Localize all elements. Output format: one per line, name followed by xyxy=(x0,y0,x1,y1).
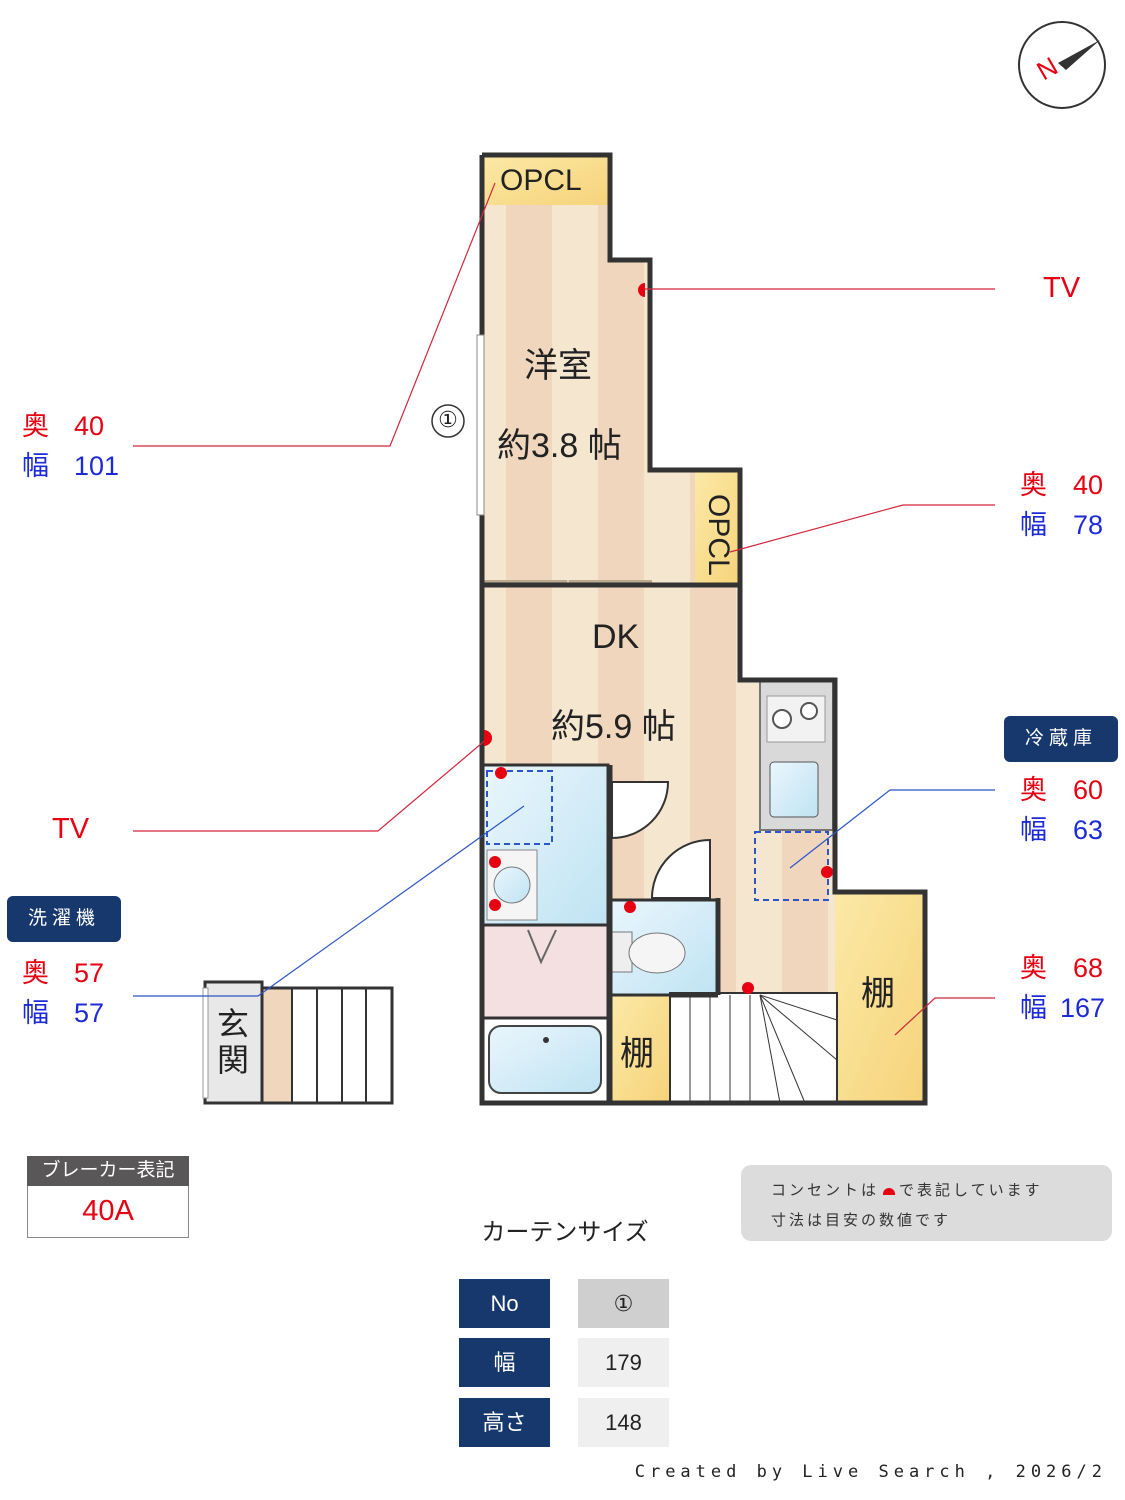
credit-text: Created by Live Search , 2026/2 xyxy=(634,1462,1107,1482)
note-line-1: コンセントはで表記しています xyxy=(771,1182,1043,1199)
outlet-icon xyxy=(883,1187,896,1195)
outlets xyxy=(484,283,833,994)
kitchen xyxy=(754,679,834,901)
walls xyxy=(479,152,928,1106)
genkan-label: 玄関 xyxy=(216,1006,249,1078)
breaker-value: 40A xyxy=(27,1186,189,1238)
bathtub xyxy=(488,1025,602,1094)
fridge-tag: 冷蔵庫 xyxy=(1004,716,1118,762)
dk-size: 約5.9 帖 xyxy=(551,708,676,746)
curtain-cell-width: 179 xyxy=(578,1338,669,1387)
closet-right xyxy=(695,470,740,585)
compass: N xyxy=(1018,21,1106,109)
shelf-big xyxy=(835,892,925,1103)
breaker-label: ブレーカー表記 xyxy=(27,1156,189,1186)
tv-label-left: TV xyxy=(52,813,90,845)
washer-space xyxy=(486,770,553,845)
stairs xyxy=(669,992,838,1104)
leader-lines xyxy=(133,182,995,1036)
curtain-header-width: 幅 xyxy=(459,1338,550,1387)
note-line-2: 寸法は目安の数値です xyxy=(771,1212,952,1229)
closet-top-label: OPCL xyxy=(500,164,582,197)
notes-box: コンセントはで表記しています 寸法は目安の数値です xyxy=(741,1165,1112,1241)
western-room-size: 約3.8 帖 xyxy=(497,427,622,465)
window-1 xyxy=(476,334,485,516)
outlet-icon xyxy=(484,730,492,746)
western-room-name: 洋室 xyxy=(524,347,592,385)
washer-tag: 洗濯機 xyxy=(7,896,121,942)
curtain-header-no: No xyxy=(459,1279,550,1328)
tv-label-top: TV xyxy=(1043,272,1081,304)
curtain-title: カーテンサイズ xyxy=(481,1219,649,1246)
outlet-icon xyxy=(742,982,754,994)
closet-right-label: OPCL xyxy=(702,494,735,576)
curtain-cell-height: 148 xyxy=(578,1398,669,1447)
outlet-icon xyxy=(495,767,507,779)
dk-name: DK xyxy=(592,618,640,656)
curtain-header-height: 高さ xyxy=(459,1398,550,1447)
outlet-icon xyxy=(624,901,636,913)
window-number: ① xyxy=(438,407,458,432)
shelf-big-label: 棚 xyxy=(861,975,895,1013)
shelf-small-label: 棚 xyxy=(620,1035,654,1073)
entrance xyxy=(202,980,394,1105)
curtain-cell-no: ① xyxy=(578,1279,669,1328)
outlet-icon xyxy=(821,866,833,878)
outlet-icon xyxy=(489,856,501,868)
outlet-icon xyxy=(638,283,645,297)
closet-top xyxy=(482,155,610,205)
window-number-badge xyxy=(431,404,465,438)
outlet-icon xyxy=(489,899,501,911)
shelf-small xyxy=(612,995,670,1103)
